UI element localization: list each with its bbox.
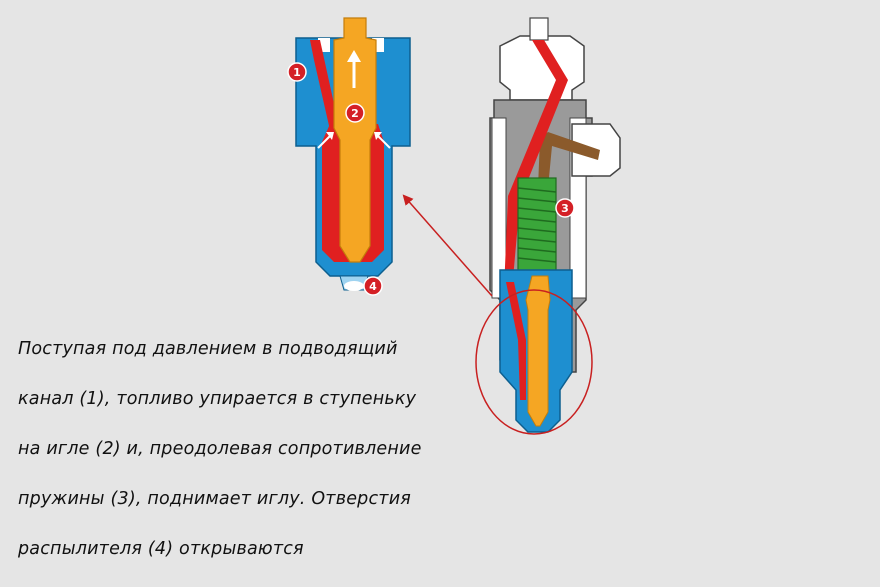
injector-diagram: 1 2 3 4 bbox=[287, 17, 621, 435]
housing-wall-left bbox=[491, 117, 507, 299]
nozzle-closeup bbox=[295, 17, 411, 291]
pressure-arrow-right bbox=[377, 135, 391, 149]
pressure-arrowhead-right bbox=[374, 132, 382, 140]
marker-4: 4 bbox=[363, 276, 383, 296]
injector-needle bbox=[525, 275, 551, 427]
nozzle-fuel-channel bbox=[506, 282, 526, 400]
inlet-stub bbox=[529, 17, 549, 41]
spray-hole bbox=[344, 281, 364, 291]
return-channel bbox=[538, 132, 600, 188]
highlight-circle bbox=[475, 289, 593, 435]
caption-line: на игле (2) и, преодолевая сопротивление bbox=[18, 439, 422, 459]
marker-3: 3 bbox=[555, 198, 575, 218]
caption-line: распылителя (4) открываются bbox=[18, 539, 304, 559]
caption: Поступая под давлением в подводящий кана… bbox=[18, 312, 488, 587]
lift-arrowhead bbox=[347, 50, 361, 62]
pressure-arrow-left bbox=[317, 135, 331, 149]
fuel-channel bbox=[310, 40, 338, 130]
svg-text:3: 3 bbox=[561, 202, 569, 215]
caption-line: канал (1), топливо упирается в ступеньку bbox=[18, 389, 417, 409]
svg-text:1: 1 bbox=[293, 66, 301, 79]
supply-channel bbox=[504, 40, 568, 290]
marker-2: 2 bbox=[345, 103, 365, 123]
caption-line: Поступая под давлением в подводящий bbox=[18, 339, 398, 359]
pressure-arrowhead-left bbox=[326, 132, 334, 140]
injector-full bbox=[475, 17, 621, 435]
zoom-arrow bbox=[402, 194, 493, 297]
spring-coils bbox=[517, 187, 557, 263]
needle bbox=[333, 17, 377, 263]
svg-text:2: 2 bbox=[351, 107, 359, 120]
svg-text:4: 4 bbox=[369, 280, 377, 293]
marker-1: 1 bbox=[287, 62, 307, 82]
caption-line: пружины (3), поднимает иглу. Отверстия bbox=[18, 489, 412, 509]
